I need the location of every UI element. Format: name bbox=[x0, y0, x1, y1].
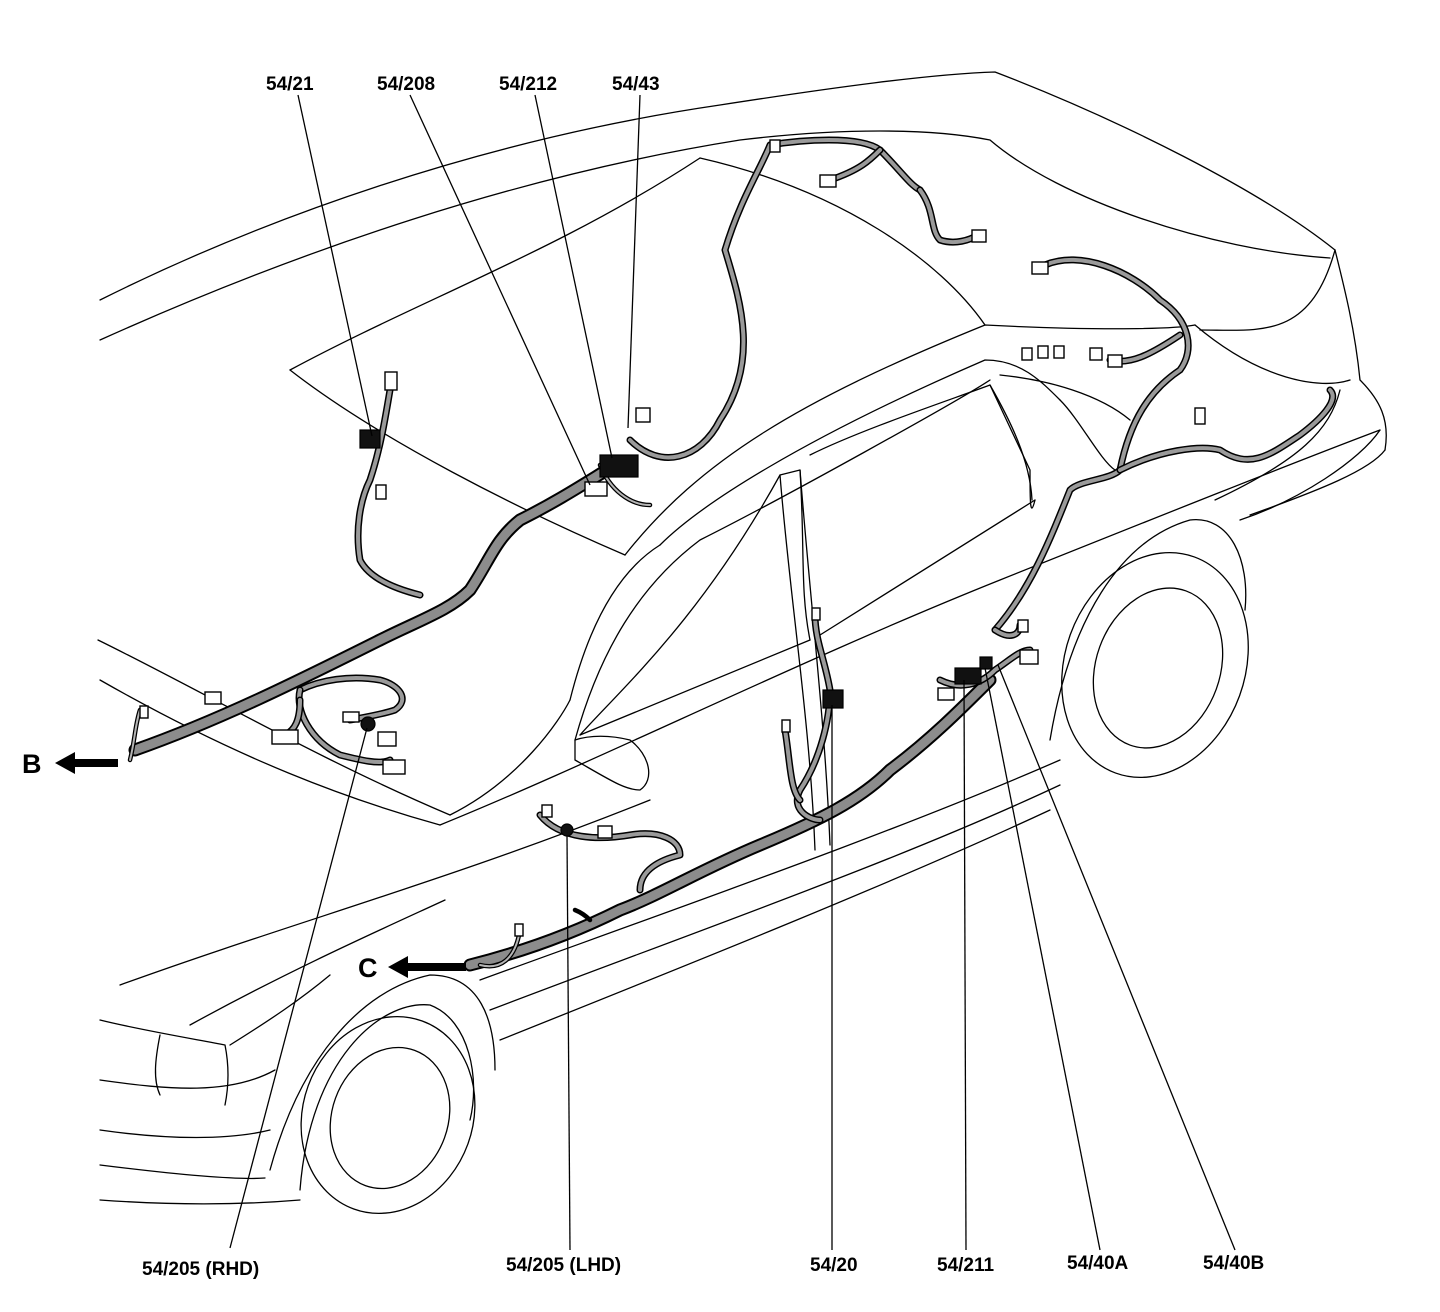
connector-bay-1 bbox=[271, 729, 299, 745]
connector-roof-2 bbox=[769, 139, 781, 153]
connector-door-2 bbox=[541, 804, 553, 818]
label-54-40b: 54/40B bbox=[1203, 1253, 1264, 1274]
connector-rear-door bbox=[1019, 649, 1039, 665]
connector-pillar-2 bbox=[781, 719, 791, 733]
label-54-21: 54/21 bbox=[266, 74, 314, 95]
connector-rear-3 bbox=[1053, 345, 1065, 359]
label-54-205-rhd: 54/205 (RHD) bbox=[142, 1259, 259, 1280]
main-harness-trunk bbox=[128, 458, 997, 972]
bottom-labels: 54/205 (RHD) 54/205 (LHD) 54/20 54/211 5… bbox=[142, 1253, 1264, 1280]
connector-rear-1 bbox=[1021, 347, 1033, 361]
arrow-c: C bbox=[358, 953, 466, 983]
label-54-20: 54/20 bbox=[810, 1255, 858, 1276]
connector-54-211 bbox=[954, 667, 982, 685]
connector-bay-4 bbox=[342, 711, 360, 723]
connector-54-43 bbox=[635, 407, 651, 423]
connector-54-212 bbox=[599, 454, 639, 478]
harness-branches bbox=[127, 136, 1337, 969]
label-54-212: 54/212 bbox=[499, 74, 557, 95]
connector-roof-4 bbox=[1031, 261, 1049, 275]
connector-windshield-top bbox=[384, 371, 398, 391]
connector-54-40b bbox=[1017, 619, 1029, 633]
connector-54-205-lhd bbox=[560, 823, 574, 837]
connector-54-40a bbox=[979, 656, 993, 670]
connector-small bbox=[375, 484, 387, 500]
connector-rear-4 bbox=[1089, 347, 1103, 361]
connector-rear-2 bbox=[1037, 345, 1049, 359]
connector-54-208 bbox=[584, 481, 608, 497]
label-54-43: 54/43 bbox=[612, 74, 660, 95]
label-54-205-lhd: 54/205 (LHD) bbox=[506, 1255, 621, 1276]
label-54-40a: 54/40A bbox=[1067, 1253, 1129, 1274]
connector-front-b bbox=[139, 705, 149, 719]
car-body-outline bbox=[97, 71, 1387, 1215]
connector-roof-3 bbox=[971, 229, 987, 243]
top-labels: 54/21 54/208 54/212 54/43 bbox=[266, 74, 660, 95]
arrow-c-letter: C bbox=[358, 953, 378, 983]
label-54-208: 54/208 bbox=[377, 74, 435, 95]
connector-rear-5 bbox=[1107, 354, 1123, 368]
connector-54-205-rhd bbox=[360, 716, 376, 732]
connector-rear-door-2 bbox=[937, 687, 955, 701]
arrow-b: B bbox=[22, 749, 118, 779]
connector-bay-2 bbox=[377, 731, 397, 747]
connector-54-20 bbox=[822, 689, 844, 709]
connector-door-1 bbox=[597, 825, 613, 839]
connector-front-c bbox=[514, 923, 524, 937]
label-54-211: 54/211 bbox=[937, 1255, 994, 1276]
leader-lines bbox=[229, 94, 1236, 1251]
connector-rear-6 bbox=[1194, 407, 1206, 425]
connector-54-21 bbox=[359, 429, 381, 449]
connector-bay-5 bbox=[204, 691, 222, 705]
connector-pillar bbox=[811, 607, 821, 621]
connector-roof-1 bbox=[819, 174, 837, 188]
connectors bbox=[139, 139, 1206, 937]
connector-bay-3 bbox=[382, 759, 406, 775]
arrow-b-letter: B bbox=[22, 749, 42, 779]
